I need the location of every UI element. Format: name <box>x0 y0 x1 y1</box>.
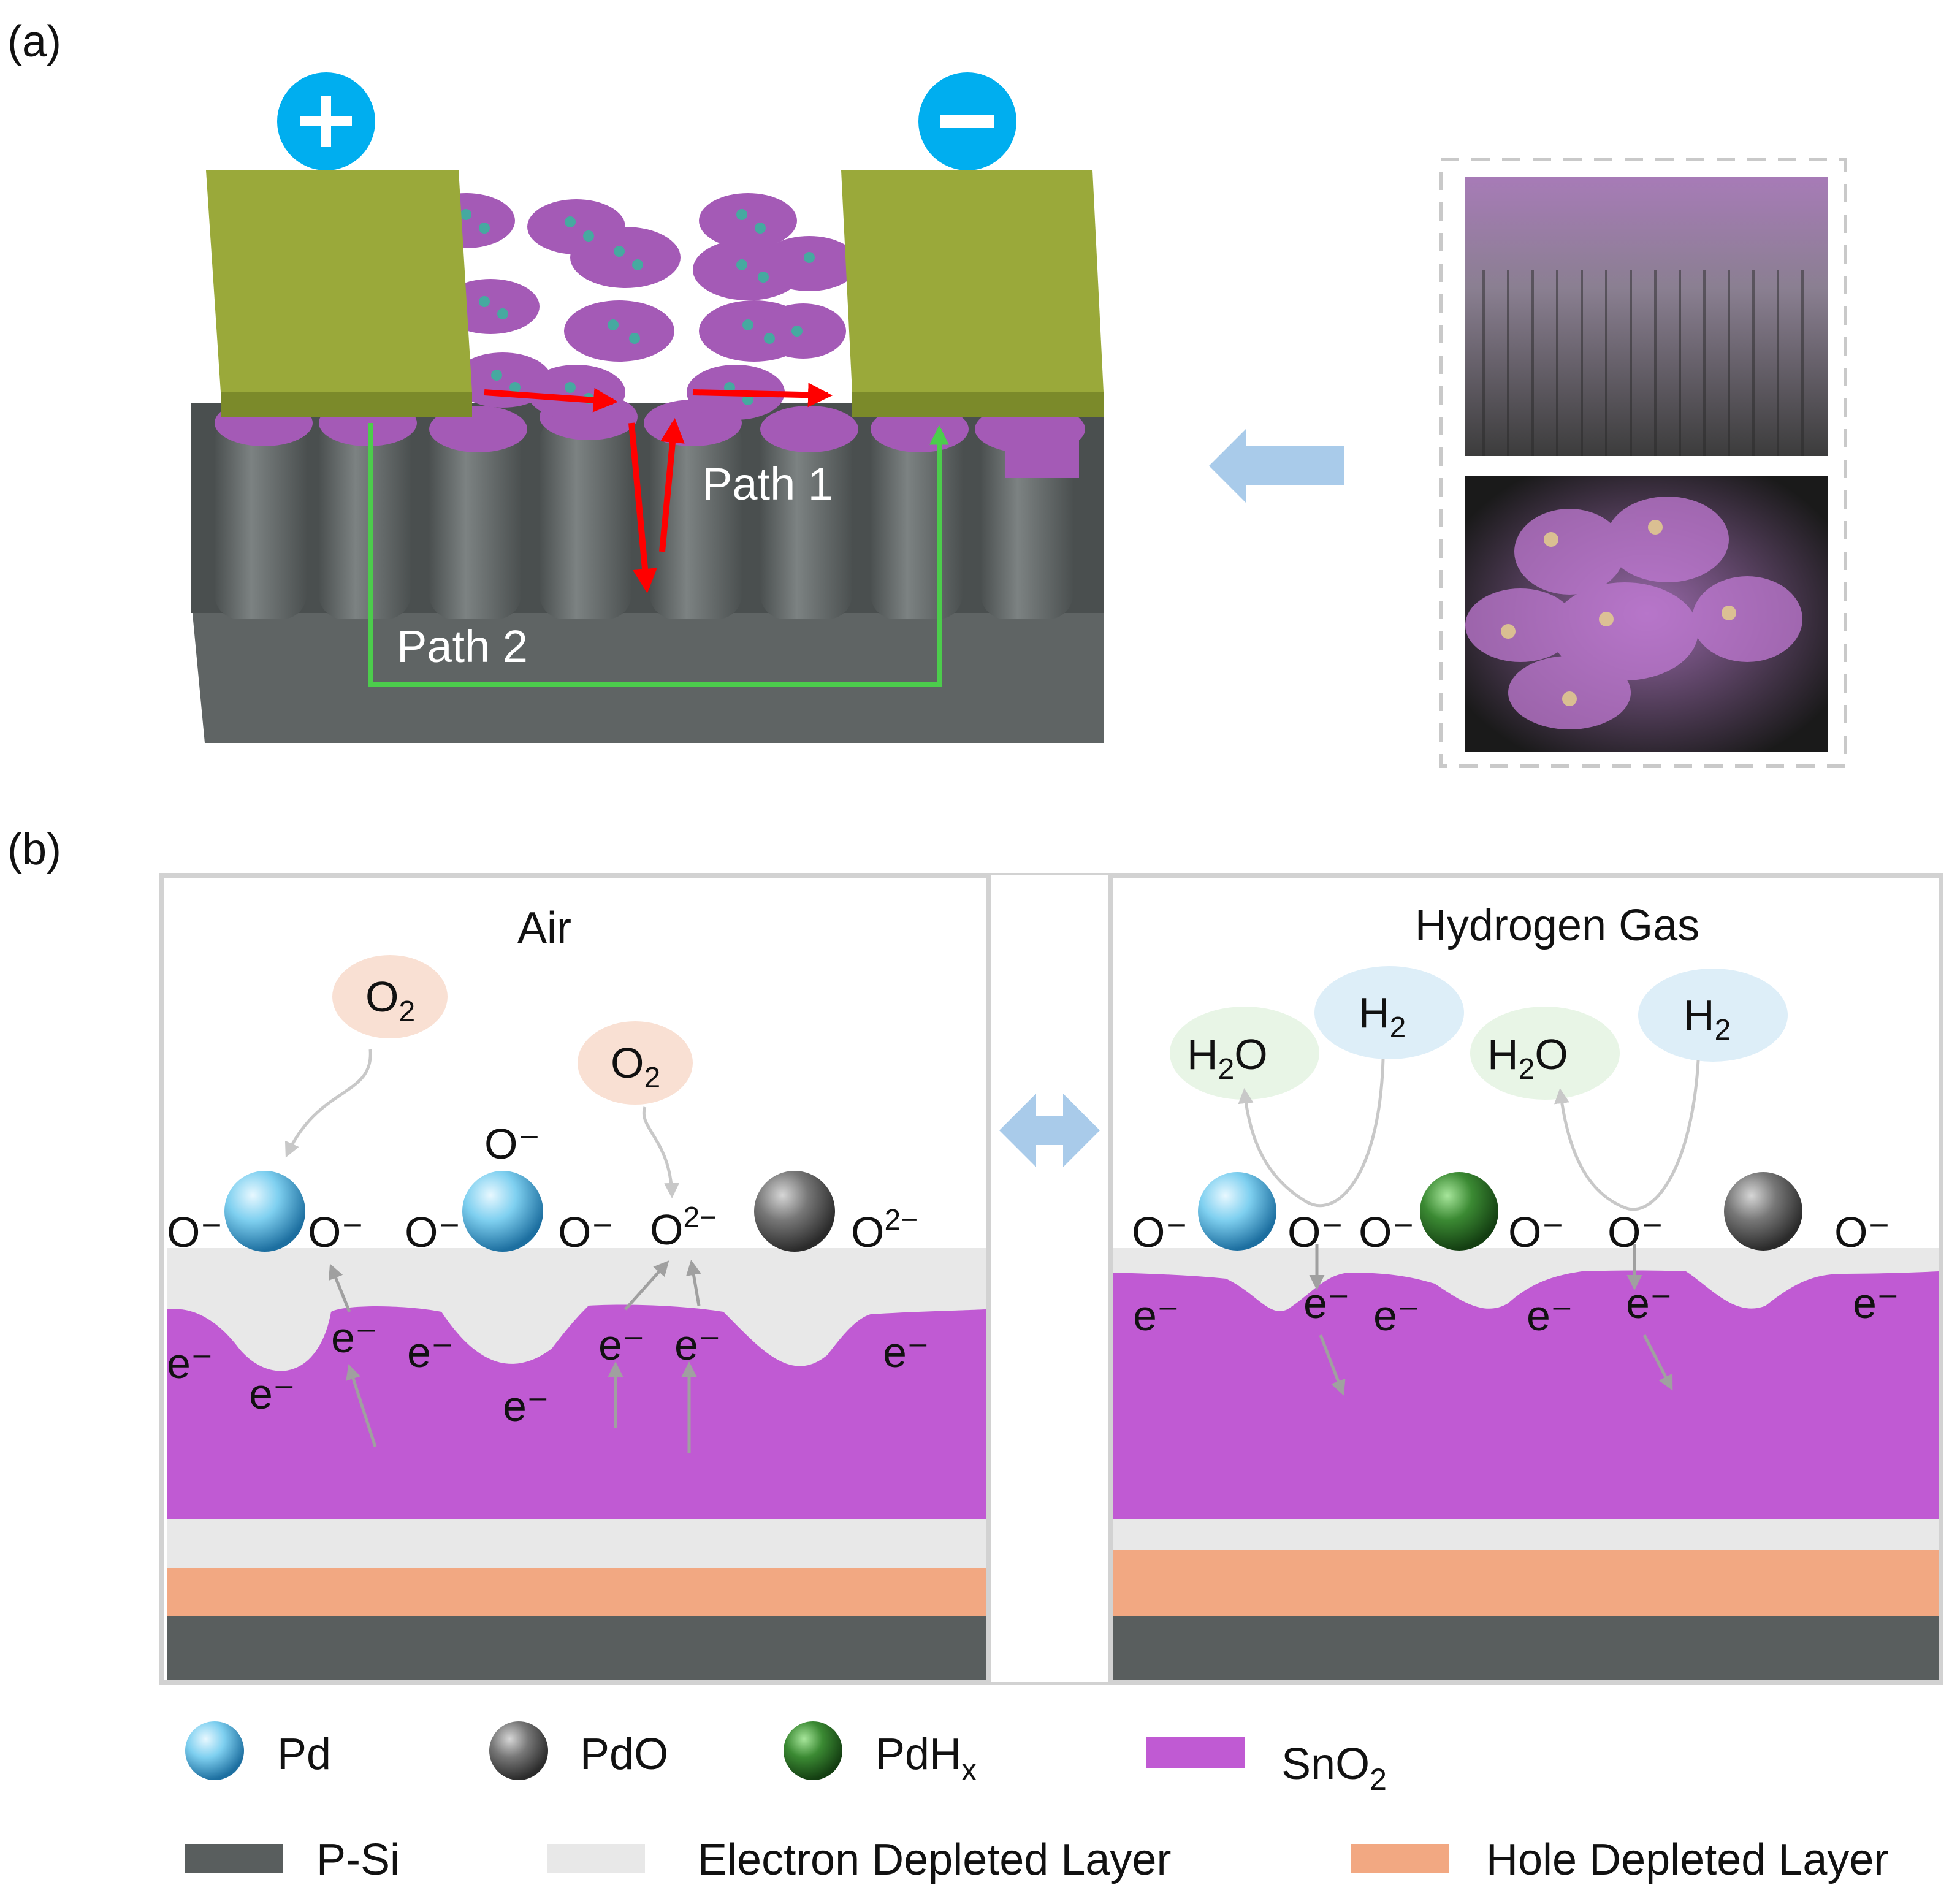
svg-text:O⁻: O⁻ <box>1834 1208 1890 1256</box>
h2-bubble-1 <box>1314 966 1464 1059</box>
svg-text:e⁻: e⁻ <box>407 1328 454 1376</box>
svg-text:O2: O2 <box>365 973 415 1028</box>
sem-cross-section-image <box>1465 177 1828 456</box>
svg-text:e⁻: e⁻ <box>674 1321 721 1369</box>
svg-text:e⁻: e⁻ <box>1527 1292 1573 1339</box>
svg-text:H2: H2 <box>1359 989 1406 1044</box>
path1-arrows <box>484 383 833 593</box>
svg-text:e⁻: e⁻ <box>503 1382 549 1430</box>
h2-pdhx-sphere <box>1420 1172 1498 1251</box>
legend-pdo-label: PdO <box>580 1730 668 1779</box>
svg-text:O⁻: O⁻ <box>308 1208 364 1256</box>
svg-text:O2−: O2− <box>851 1204 918 1256</box>
negative-terminal <box>918 72 1016 170</box>
sem-inset <box>1439 158 1847 768</box>
svg-text:e⁻: e⁻ <box>167 1339 213 1387</box>
svg-text:O⁻: O⁻ <box>405 1208 460 1256</box>
h2-hole-depleted-layer <box>1113 1550 1939 1616</box>
legend-sno2-swatch <box>1146 1737 1245 1768</box>
air-electron-arrows <box>328 1260 701 1453</box>
positive-terminal <box>277 72 375 170</box>
air-pd-sphere-1 <box>224 1171 305 1252</box>
path2-arrow <box>368 423 949 687</box>
air-psi-layer <box>167 1616 986 1680</box>
air-electron-depleted-bottom <box>167 1519 986 1568</box>
air-state-panel: Air O2 O2 O⁻ O⁻ O⁻ O⁻ O⁻ O2− O2− e⁻ e⁻ e… <box>167 904 986 1680</box>
legend-hdl-swatch <box>1351 1844 1449 1873</box>
h2o-bubble-1 <box>1170 1007 1319 1100</box>
svg-text:O⁻: O⁻ <box>167 1208 223 1256</box>
svg-text:e⁻: e⁻ <box>1303 1279 1350 1327</box>
path2-label: Path 2 <box>397 621 528 672</box>
hydrogen-title: Hydrogen Gas <box>1415 901 1699 950</box>
svg-text:e⁻: e⁻ <box>1626 1279 1672 1327</box>
svg-text:e⁻: e⁻ <box>1853 1279 1899 1327</box>
svg-text:e⁻: e⁻ <box>1133 1292 1180 1339</box>
svg-text:O⁻: O⁻ <box>1359 1208 1414 1256</box>
legend: Pd PdO PdHx SnO2 P-Si Electron Depleted … <box>185 1721 1888 1884</box>
h2-pdo-sphere <box>1724 1172 1802 1251</box>
left-pointing-arrow-icon <box>1209 429 1344 503</box>
positive-electrode <box>206 170 472 392</box>
svg-text:H2O: H2O <box>1487 1030 1568 1086</box>
h2-bubble-2 <box>1638 969 1788 1062</box>
negative-electrode <box>841 170 1104 392</box>
h2o-bubble-2 <box>1470 1007 1620 1100</box>
legend-hdl-label: Hole Depleted Layer <box>1486 1835 1888 1884</box>
svg-text:O2−: O2− <box>650 1201 717 1254</box>
legend-pd-label: Pd <box>277 1730 331 1779</box>
air-title: Air <box>517 904 571 953</box>
o2-bubble-2 <box>578 1021 693 1105</box>
svg-text:e⁻: e⁻ <box>883 1328 929 1376</box>
legend-pdhx-swatch <box>784 1721 842 1780</box>
pd-nanoparticles <box>460 209 815 405</box>
panel-a-label: (a) <box>7 17 61 66</box>
legend-sno2-label: SnO2 <box>1281 1740 1387 1797</box>
svg-text:O⁻: O⁻ <box>1132 1208 1188 1256</box>
legend-pdo-swatch <box>489 1721 548 1780</box>
legend-edl-label: Electron Depleted Layer <box>698 1835 1171 1884</box>
legend-psi-label: P-Si <box>316 1835 400 1884</box>
air-hole-depleted-layer <box>167 1568 986 1616</box>
legend-pd-swatch <box>185 1721 244 1780</box>
svg-text:e⁻: e⁻ <box>331 1314 378 1361</box>
h2-psi-layer <box>1113 1616 1939 1680</box>
svg-text:O2: O2 <box>611 1039 660 1094</box>
svg-text:e⁻: e⁻ <box>598 1321 645 1369</box>
nanorod-device-3d: Path 1 Path 2 <box>191 72 1104 743</box>
hydrogen-state-panel: Hydrogen Gas H2O H2 H2O H2 O⁻ O⁻ O⁻ O⁻ O… <box>1113 901 1939 1680</box>
panel-b-label: (b) <box>7 825 61 874</box>
svg-text:H2O: H2O <box>1187 1030 1268 1086</box>
legend-pdhx-label: PdHx <box>875 1730 977 1787</box>
o2-bubble-1 <box>332 955 448 1038</box>
h2-electron-depleted-bottom <box>1113 1519 1939 1550</box>
air-pd-sphere-2 <box>462 1171 543 1252</box>
svg-text:e⁻: e⁻ <box>249 1370 296 1418</box>
h2-electron-arrows <box>1309 1244 1673 1396</box>
legend-psi-swatch <box>185 1844 283 1873</box>
svg-text:O⁻: O⁻ <box>558 1208 614 1256</box>
svg-text:H2: H2 <box>1684 991 1731 1046</box>
substrate-block <box>191 601 1104 743</box>
svg-text:O⁻: O⁻ <box>1508 1208 1564 1256</box>
h2-pd-sphere <box>1198 1172 1276 1251</box>
reversible-double-arrow-icon <box>999 1094 1100 1167</box>
air-sno2-layer <box>167 1304 986 1519</box>
legend-edl-swatch <box>547 1844 645 1873</box>
svg-text:e⁻: e⁻ <box>1373 1292 1420 1339</box>
svg-text:O⁻: O⁻ <box>484 1120 540 1168</box>
path1-label: Path 1 <box>702 459 833 509</box>
air-pdo-sphere <box>754 1171 835 1252</box>
h2-sno2-layer <box>1113 1270 1939 1519</box>
